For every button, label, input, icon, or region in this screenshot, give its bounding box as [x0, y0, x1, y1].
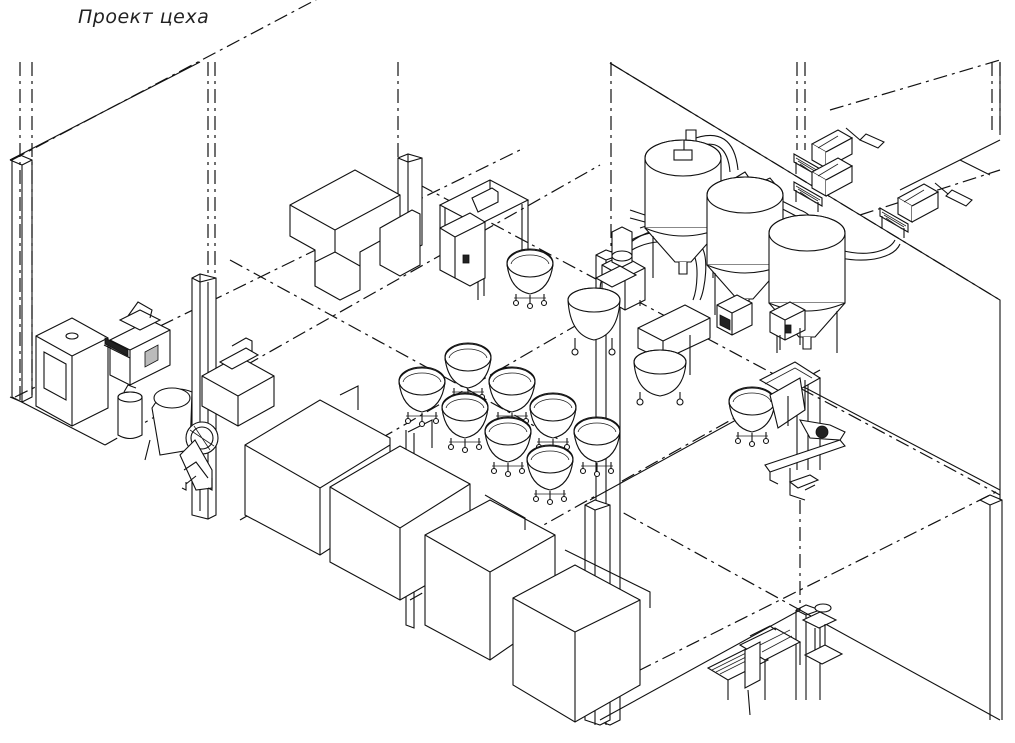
- kneading-machine-2: [633, 304, 711, 406]
- tall-cabinet: [289, 169, 421, 301]
- dough-divider-machine: [103, 301, 171, 386]
- bread-slicer: [706, 625, 802, 716]
- worktable-left: [201, 337, 275, 427]
- dough-divider-right: [728, 361, 846, 501]
- drawing-title: Проект цеха: [78, 6, 210, 28]
- scale-stand: [801, 603, 844, 665]
- mixer-frame: [438, 179, 530, 300]
- kneading-machine-1: [567, 265, 638, 356]
- extruder-1: [793, 127, 885, 185]
- flour-silos: [644, 139, 846, 354]
- walls: [9, 61, 1001, 721]
- oven-left: [35, 317, 109, 427]
- proving-chamber-4: [512, 549, 651, 723]
- mixer-bowl: [506, 248, 554, 310]
- dough-sheeter-wheel: [144, 387, 219, 491]
- flour-sifter: [117, 384, 143, 440]
- extruder-2: [879, 182, 973, 239]
- dosing-unit: [769, 301, 806, 350]
- control-cabinet: [716, 294, 753, 336]
